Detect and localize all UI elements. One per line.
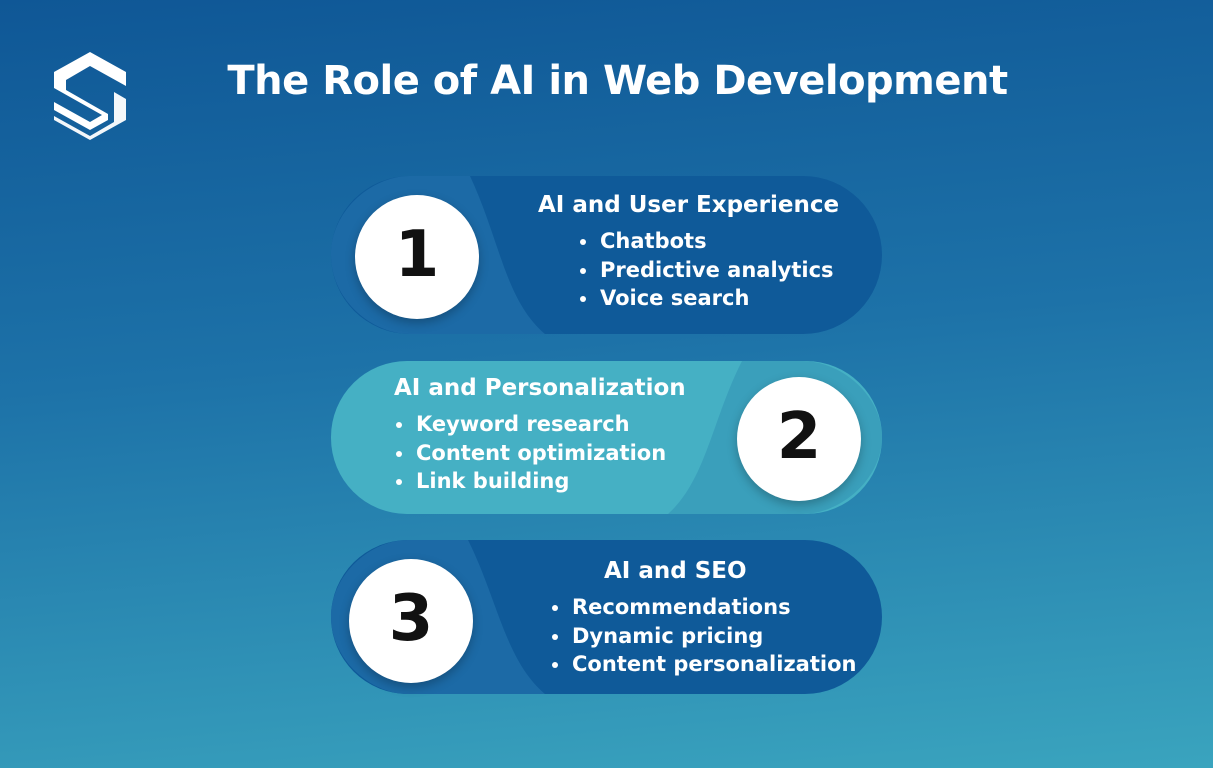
card-3-title: AI and SEO (604, 558, 747, 584)
list-item: Content optimization (394, 439, 686, 468)
list-item: Voice search (578, 284, 839, 313)
number-badge-2: 2 (737, 377, 861, 501)
list-item: Content personalization (550, 650, 856, 679)
card-2-list: Keyword research Content optimization Li… (394, 410, 686, 496)
number-badge-1: 1 (355, 195, 479, 319)
list-item: Predictive analytics (578, 256, 839, 285)
card-1-list: Chatbots Predictive analytics Voice sear… (578, 227, 839, 313)
list-item: Link building (394, 467, 686, 496)
list-item: Keyword research (394, 410, 686, 439)
card-3-content: AI and SEO Recommendations Dynamic prici… (550, 557, 856, 679)
card-2-content: AI and Personalization Keyword research … (394, 374, 686, 496)
page-title: The Role of AI in Web Development (227, 58, 1008, 104)
list-item: Chatbots (578, 227, 839, 256)
card-1-title: AI and User Experience (538, 192, 840, 218)
number-badge-3: 3 (349, 559, 473, 683)
card-1-content: AI and User Experience Chatbots Predicti… (538, 191, 839, 313)
list-item: Dynamic pricing (550, 622, 856, 651)
card-3-list: Recommendations Dynamic pricing Content … (550, 593, 856, 679)
card-2-title: AI and Personalization (394, 375, 686, 401)
s-logo-icon (54, 52, 126, 140)
list-item: Recommendations (550, 593, 856, 622)
